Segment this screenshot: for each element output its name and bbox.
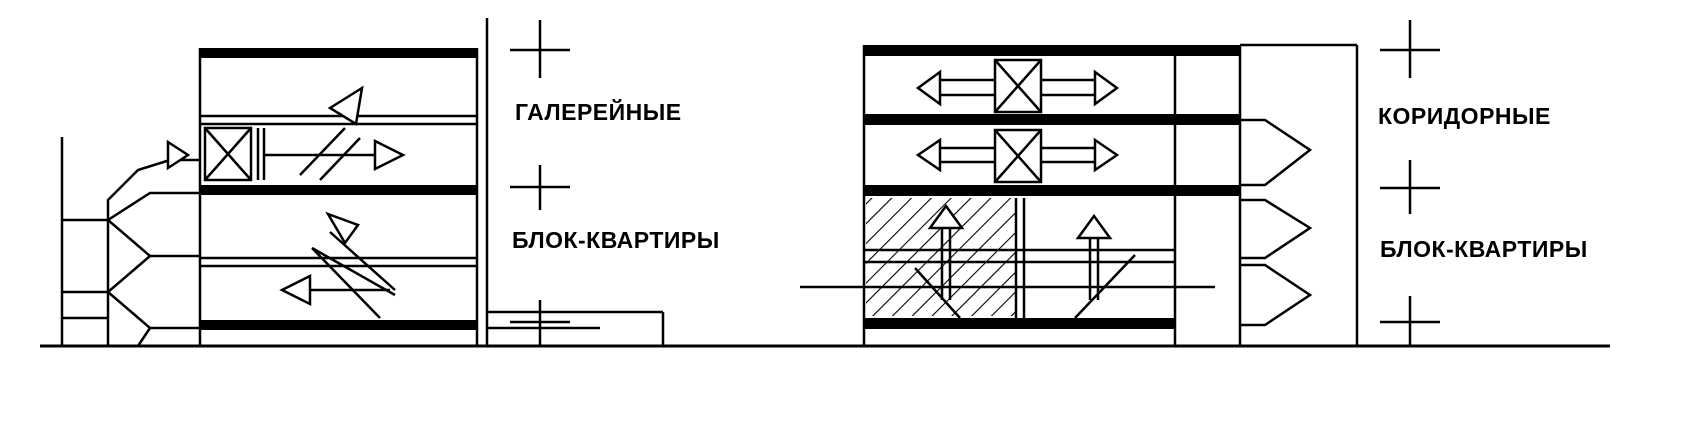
label-block-apartments-right: БЛОК-КВАРТИРЫ (1380, 236, 1588, 262)
arrow-right-icon (373, 138, 406, 172)
elevator-box (993, 58, 1043, 114)
arrow-up-icon (1075, 213, 1113, 240)
arrow-up-right-icon (327, 85, 364, 127)
label-corridor: КОРИДОРНЫЕ (1378, 103, 1551, 129)
elevator-box (993, 128, 1043, 184)
floor-slab (864, 114, 1240, 125)
floor-slab (864, 318, 1175, 329)
label-gallery: ГАЛЕРЕЙНЫЕ (515, 99, 682, 125)
arrow-left-icon (915, 69, 942, 107)
corridor-section (800, 20, 1440, 346)
floor-slab (200, 320, 477, 330)
elevator-box (203, 126, 253, 182)
arrow-right-icon (166, 139, 191, 171)
arrow-up-left-icon (325, 211, 360, 246)
floor-slab (200, 48, 477, 58)
floor-slab (864, 185, 1240, 196)
arrow-up-icon (927, 203, 965, 230)
floor-slab (200, 185, 477, 195)
gallery-section (60, 18, 665, 347)
arrow-right-icon (1093, 137, 1120, 173)
floor-slab (864, 45, 1240, 56)
arrow-right-icon (1093, 69, 1120, 107)
arrow-left-icon (915, 137, 942, 173)
arrow-left-icon (279, 273, 312, 307)
label-block-apartments-left: БЛОК-КВАРТИРЫ (512, 227, 720, 253)
